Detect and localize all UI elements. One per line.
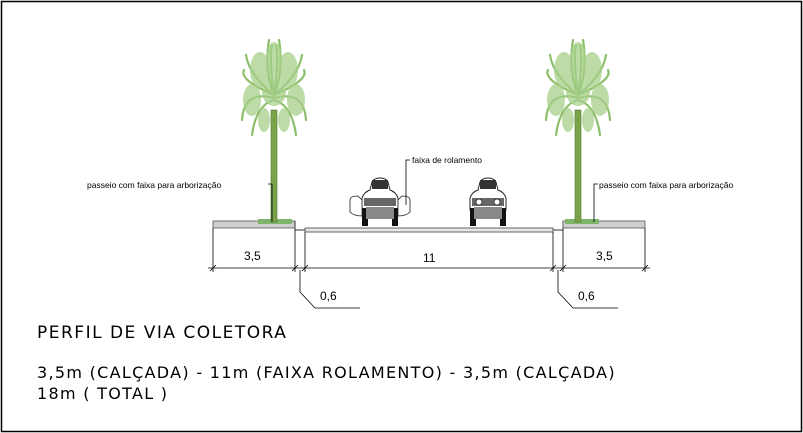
palm-tree-icon [240,38,308,223]
drawing-title: PERFIL DE VIA COLETORA [37,323,287,343]
roadway-dimension: 11 [423,251,436,265]
roadway-surface [304,227,554,233]
right-curb [553,221,564,231]
right-sidewalk-label: passeio com faixa para arborização [599,180,733,190]
dimension-lines [208,228,650,309]
spec-line-1: 3,5m (CALÇADA) - 11m (FAIXA ROLAMENTO) -… [37,363,616,382]
roadway-label: faixa de rolamento [412,155,482,165]
left-sidewalk-label: passeio com faixa para arborização [87,180,221,190]
car-icon [469,177,507,226]
palm-tree-icon [544,38,612,223]
spec-line-2: 18m ( TOTAL ) [37,384,168,403]
left-sidewalk-dimension: 3,5 [244,249,261,263]
right-sidewalk [562,220,646,229]
left-curb [294,221,305,231]
right-sidewalk-dimension: 3,5 [596,249,613,263]
leader-lines [268,159,598,222]
right-tree-strip [565,219,599,224]
right-curb-dimension: 0,6 [578,289,595,303]
car-icon [349,177,411,226]
left-curb-dimension: 0,6 [320,289,337,303]
